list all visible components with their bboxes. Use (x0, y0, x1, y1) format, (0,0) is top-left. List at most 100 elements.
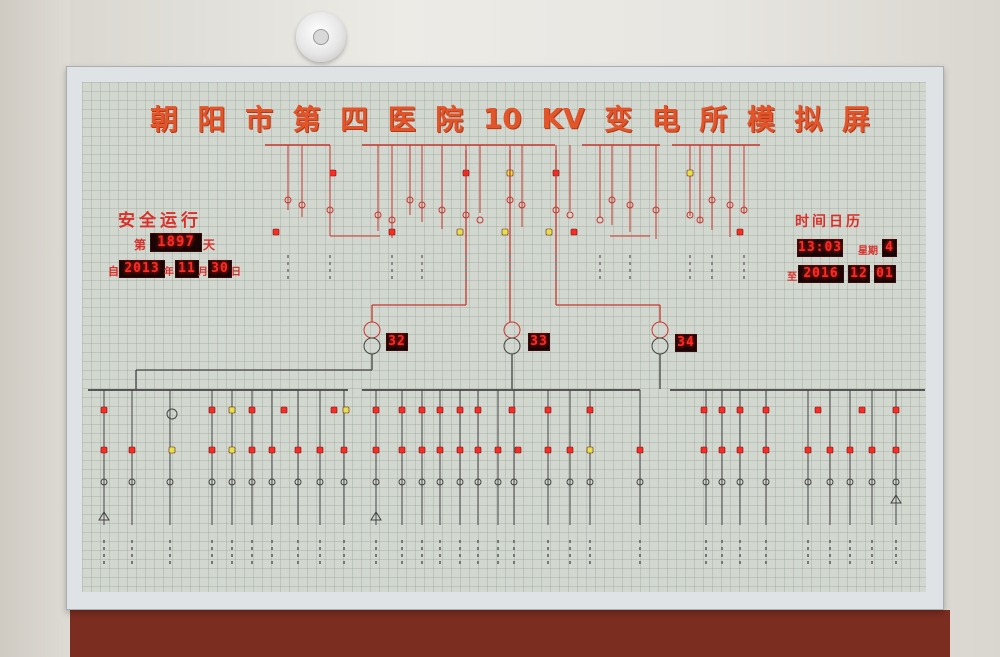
feeder-label-mark (555, 255, 557, 258)
current-transformer-icon (826, 478, 834, 486)
feeder-label-mark (477, 540, 479, 543)
title-character: 医 (387, 103, 416, 136)
feeder-label-mark (421, 269, 423, 272)
feeder-label-mark (547, 547, 549, 550)
feeder-label-mark (319, 561, 321, 564)
feeder-label-mark (211, 540, 213, 543)
from-year-display: 2013 (119, 260, 165, 278)
mimic-panel (82, 82, 926, 592)
current-transformer-icon (476, 216, 484, 224)
feeder-label-mark (251, 547, 253, 550)
breaker-indicator (456, 406, 464, 414)
current-transformer-icon (374, 211, 382, 219)
feeder-label-mark (689, 255, 691, 258)
transformer-number-display: 33 (528, 333, 550, 351)
feeder-label-mark (169, 547, 171, 550)
breaker-indicator (868, 446, 876, 454)
breaker-indicator (372, 406, 380, 414)
feeder-label-mark (739, 554, 741, 557)
feeder-label-mark (211, 554, 213, 557)
current-transformer-icon (566, 478, 574, 486)
feeder-label-mark (721, 540, 723, 543)
current-transformer-icon (892, 478, 900, 486)
current-transformer-icon (456, 478, 464, 486)
title-character: 第 (292, 103, 321, 136)
feeder-label-mark (513, 540, 515, 543)
feeder-label-mark (375, 561, 377, 564)
feeder-label-mark (131, 561, 133, 564)
feeder-label-mark (329, 269, 331, 272)
current-transformer-icon (868, 478, 876, 486)
breaker-indicator (272, 228, 280, 236)
feeder-label-mark (721, 561, 723, 564)
breaker-indicator (330, 406, 338, 414)
breaker-indicator (686, 169, 694, 177)
feeder-label-mark (849, 547, 851, 550)
feeder-label-mark (765, 561, 767, 564)
feeder-label-mark (329, 262, 331, 265)
breaker-indicator (372, 446, 380, 454)
breaker-indicator (474, 446, 482, 454)
current-transformer-icon (740, 206, 748, 214)
feeder-label-mark (739, 540, 741, 543)
feeder-label-mark (421, 255, 423, 258)
feeder-label-mark (871, 561, 873, 564)
feeder-label-mark (497, 554, 499, 557)
generator-icon (166, 408, 178, 420)
feeder-label-mark (497, 561, 499, 564)
feeder-label-mark (547, 540, 549, 543)
from-day-suffix: 日 (231, 267, 241, 278)
time-calendar-heading: 时间日历 (795, 214, 863, 230)
feeder-label-mark (829, 547, 831, 550)
breaker-indicator (700, 406, 708, 414)
breaker-indicator (544, 446, 552, 454)
breaker-indicator (248, 406, 256, 414)
transformer-icon (503, 321, 521, 339)
breaker-indicator (398, 446, 406, 454)
breaker-indicator (268, 446, 276, 454)
feeder-label-mark (287, 255, 289, 258)
current-transformer-icon (586, 478, 594, 486)
feeder-label-mark (639, 540, 641, 543)
breaker-indicator (248, 446, 256, 454)
feeder-label-mark (497, 547, 499, 550)
feeder-label-mark (343, 561, 345, 564)
current-transformer-icon (626, 201, 634, 209)
breaker-indicator (636, 446, 644, 454)
feeder-label-mark (589, 561, 591, 564)
feeder-label-mark (895, 561, 897, 564)
feeder-label-mark (513, 554, 515, 557)
feeder-label-mark (629, 276, 631, 279)
feeder-label-mark (629, 255, 631, 258)
weekday-display: 4 (882, 239, 897, 257)
breaker-indicator (168, 446, 176, 454)
feeder-label-mark (513, 547, 515, 550)
feeder-label-mark (829, 561, 831, 564)
breaker-indicator (228, 446, 236, 454)
breaker-indicator (418, 406, 426, 414)
feeder-label-mark (705, 547, 707, 550)
feeder-label-mark (569, 554, 571, 557)
feeder-label-mark (509, 276, 511, 279)
feeder-label-mark (743, 255, 745, 258)
feeder-label-mark (711, 276, 713, 279)
feeder-label-mark (829, 554, 831, 557)
feeder-label-mark (231, 561, 233, 564)
breaker-indicator (544, 406, 552, 414)
feeder-label-mark (589, 540, 591, 543)
current-transformer-icon (418, 201, 426, 209)
feeder-label-mark (895, 540, 897, 543)
feeder-label-mark (103, 540, 105, 543)
transformer-icon (363, 321, 381, 339)
breaker-indicator (508, 406, 516, 414)
days-suffix: 天 (203, 238, 216, 252)
current-transformer-icon (494, 478, 502, 486)
feeder-label-mark (589, 547, 591, 550)
current-transformer-icon (702, 478, 710, 486)
breaker-indicator (892, 406, 900, 414)
feeder-label-mark (465, 262, 467, 265)
breaker-indicator (436, 446, 444, 454)
breaker-indicator (566, 446, 574, 454)
feeder-label-mark (705, 540, 707, 543)
